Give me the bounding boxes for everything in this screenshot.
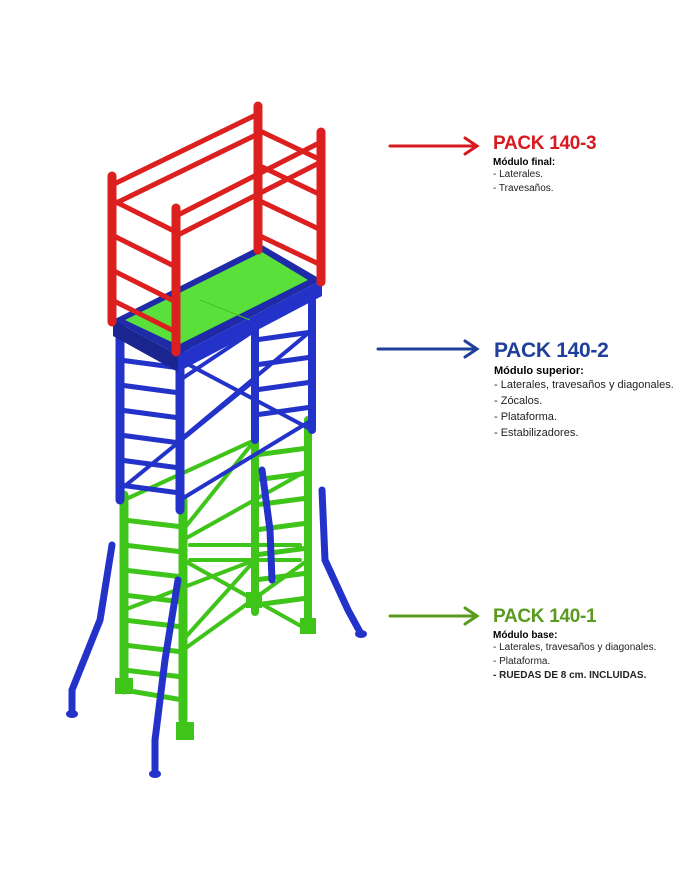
list-item: - Laterales, travesaños y diagonales. bbox=[494, 379, 674, 391]
pack-item-list: - Laterales, travesaños y diagonales. - … bbox=[494, 377, 674, 441]
pack-140-1-label: PACK 140-1 Módulo base: - Laterales, tra… bbox=[493, 606, 656, 683]
list-item: - Zócalos. bbox=[494, 395, 543, 407]
list-item: - RUEDAS DE 8 cm. INCLUIDAS. bbox=[493, 670, 647, 681]
top-module bbox=[107, 101, 326, 357]
middle-module bbox=[66, 296, 367, 778]
pack-item-list: - Laterales, travesaños y diagonales. - … bbox=[493, 641, 656, 683]
pack-subtitle: Módulo final: bbox=[493, 157, 556, 168]
pack-subtitle: Módulo superior: bbox=[494, 365, 584, 377]
arrow-pack-140-3 bbox=[388, 136, 480, 156]
list-item: - Plataforma. bbox=[494, 411, 557, 423]
pack-title: PACK 140-2 bbox=[494, 339, 609, 362]
pack-subtitle: Módulo base: bbox=[493, 630, 558, 641]
pack-140-3-label: PACK 140-3 Módulo final: - Laterales. - … bbox=[493, 133, 597, 196]
pack-140-2-label: PACK 140-2 Módulo superior: - Laterales,… bbox=[494, 339, 674, 441]
arrow-pack-140-1 bbox=[388, 606, 480, 626]
pack-item-list: - Laterales. - Travesaños. bbox=[493, 168, 596, 196]
list-item: - Laterales, travesaños y diagonales. bbox=[493, 642, 657, 653]
pack-title: PACK 140-3 bbox=[493, 133, 597, 154]
list-item: - Plataforma. bbox=[493, 656, 551, 667]
arrow-pack-140-2 bbox=[376, 339, 480, 359]
base-module bbox=[115, 416, 316, 740]
list-item: - Travesaños. bbox=[493, 183, 554, 194]
pack-title: PACK 140-1 bbox=[493, 606, 597, 627]
list-item: - Estabilizadores. bbox=[494, 427, 579, 439]
list-item: - Laterales. bbox=[493, 169, 544, 180]
